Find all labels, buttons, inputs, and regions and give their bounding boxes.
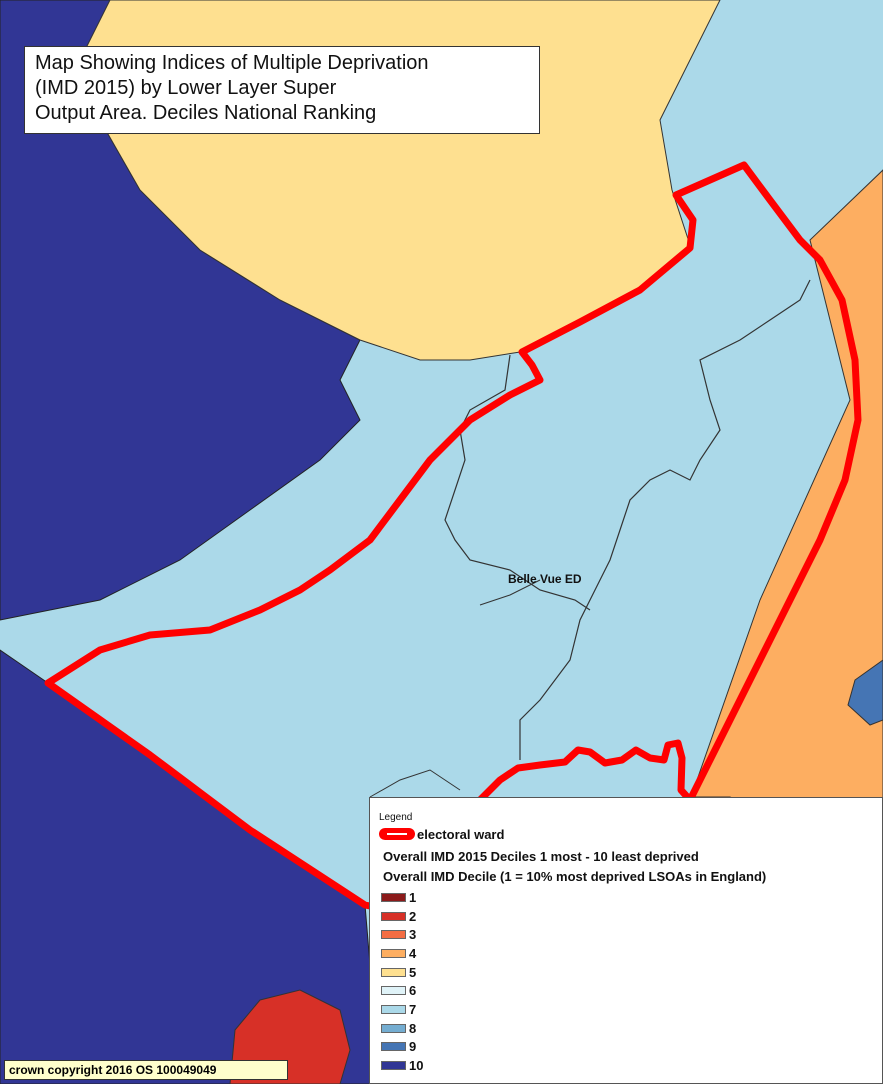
decile-swatch-9 bbox=[381, 1042, 406, 1052]
legend-heading: Legend bbox=[379, 812, 413, 823]
decile-swatch-4 bbox=[381, 948, 406, 958]
decile-label-2: 2 bbox=[409, 908, 417, 924]
decile-swatch-8 bbox=[381, 1023, 406, 1033]
decile-swatch-10 bbox=[381, 1061, 406, 1071]
lsoa-boundary-south bbox=[369, 769, 461, 798]
ward-swatch-icon bbox=[379, 828, 415, 840]
region-decile-9-east bbox=[847, 659, 883, 726]
area-label: Belle Vue ED bbox=[508, 572, 582, 586]
decile-row-9: 9 bbox=[381, 1038, 423, 1057]
decile-label-1: 1 bbox=[409, 889, 417, 905]
map-title-line-1: Map Showing Indices of Multiple Deprivat… bbox=[35, 52, 429, 74]
decile-row-2: 2 bbox=[381, 907, 423, 926]
legend-ward-entry: electoral ward bbox=[379, 826, 505, 842]
decile-row-7: 7 bbox=[381, 1000, 423, 1019]
map-title-line-3: Output Area. Deciles National Ranking bbox=[35, 102, 377, 124]
copyright-notice: crown copyright 2016 OS 100049049 bbox=[4, 1060, 288, 1080]
decile-row-3: 3 bbox=[381, 925, 423, 944]
lsoa-boundary-east bbox=[519, 279, 811, 760]
map-title-box: Map Showing Indices of Multiple Deprivat… bbox=[24, 46, 540, 134]
decile-label-3: 3 bbox=[409, 927, 417, 943]
lsoa-boundary-west bbox=[444, 354, 591, 611]
legend-ward-label: electoral ward bbox=[417, 826, 505, 842]
decile-swatch-1 bbox=[381, 892, 406, 902]
decile-swatch-7 bbox=[381, 1004, 406, 1014]
decile-swatch-5 bbox=[381, 967, 406, 977]
decile-label-10: 10 bbox=[409, 1058, 424, 1074]
decile-row-6: 6 bbox=[381, 981, 423, 1000]
decile-label-8: 8 bbox=[409, 1020, 417, 1036]
decile-row-10: 10 bbox=[381, 1056, 423, 1075]
decile-row-8: 8 bbox=[381, 1019, 423, 1038]
legend-line-2: Overall IMD Decile (1 = 10% most deprive… bbox=[383, 869, 767, 884]
decile-swatch-2 bbox=[381, 911, 406, 921]
decile-row-5: 5 bbox=[381, 963, 423, 982]
map-title-line-2: (IMD 2015) by Lower Layer Super bbox=[35, 77, 337, 99]
decile-label-4: 4 bbox=[409, 945, 417, 961]
decile-label-9: 9 bbox=[409, 1039, 417, 1055]
decile-label-6: 6 bbox=[409, 983, 417, 999]
decile-label-7: 7 bbox=[409, 1001, 417, 1017]
legend: Legend electoral ward Overall IMD 2015 D… bbox=[369, 797, 883, 1084]
decile-swatch-6 bbox=[381, 986, 406, 996]
lsoa-boundary-label bbox=[479, 579, 541, 606]
decile-row-1: 1 bbox=[381, 888, 423, 907]
decile-label-5: 5 bbox=[409, 964, 417, 980]
decile-swatch-3 bbox=[381, 930, 406, 940]
decile-list: 1 2 3 4 5 6 7 8 9 10 bbox=[381, 888, 423, 1075]
decile-row-4: 4 bbox=[381, 944, 423, 963]
legend-line-1: Overall IMD 2015 Deciles 1 most - 10 lea… bbox=[383, 849, 699, 864]
